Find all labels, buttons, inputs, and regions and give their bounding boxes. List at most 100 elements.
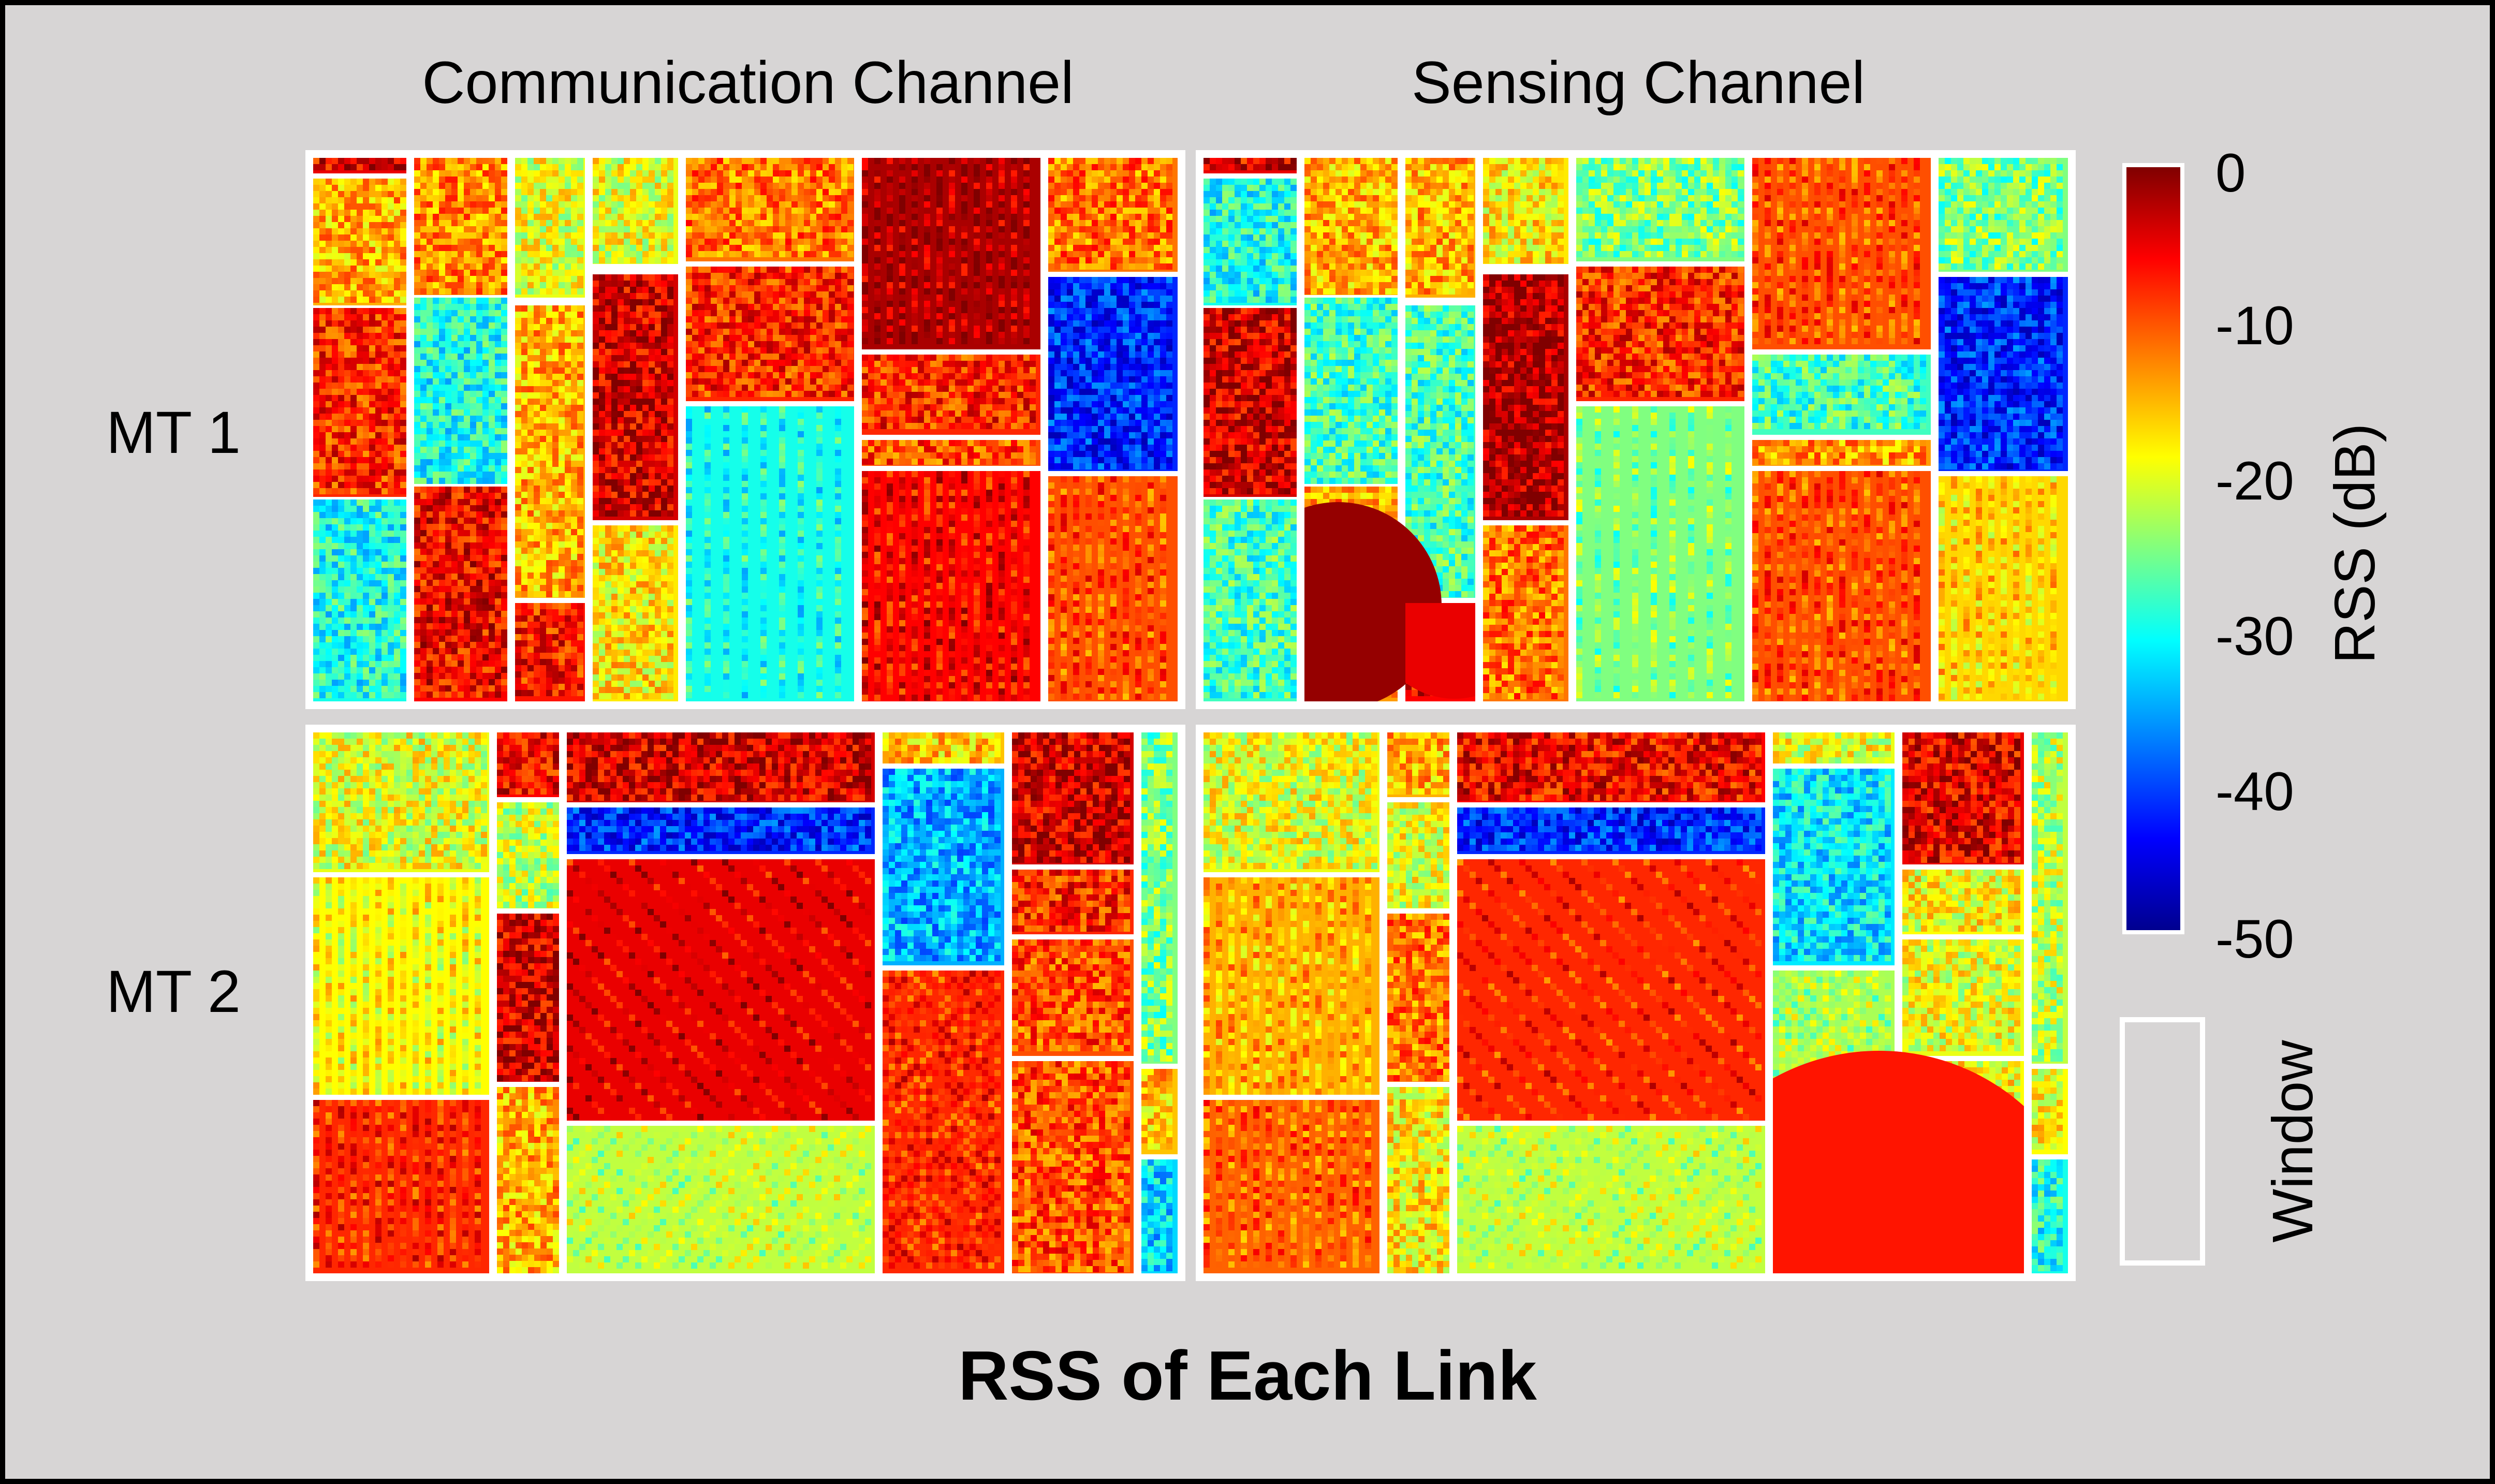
window-cell (1387, 732, 1449, 797)
window-cell (1752, 355, 1931, 435)
window-cell (497, 1087, 559, 1273)
window-cell (1902, 939, 2024, 1056)
target-blob (1405, 603, 1475, 699)
colorbar-tick: -10 (2215, 295, 2319, 357)
window-cell (414, 158, 507, 295)
window-cell (1012, 1061, 1134, 1273)
window-cell (1204, 732, 1379, 872)
window-cell (883, 769, 1004, 965)
window-cell (1012, 732, 1134, 864)
rss-panel-sensing-mt2 (1196, 725, 2076, 1281)
window-cell (1939, 476, 2068, 701)
window-cell (593, 274, 678, 520)
window-cell (1141, 732, 1178, 1064)
window-cell (515, 158, 585, 298)
colorbar-tick: -40 (2215, 761, 2319, 823)
window-cell (567, 807, 875, 854)
window-cell (1939, 277, 2068, 471)
figure-title: RSS of Each Link (5, 1335, 2490, 1416)
heatmap-svg (1204, 158, 2068, 701)
window-cell (1752, 471, 1931, 701)
window-cell (1405, 158, 1475, 298)
window-cell (862, 440, 1040, 466)
window-cell (1483, 158, 1568, 264)
window-cell (497, 802, 559, 908)
window-cell (1576, 267, 1744, 401)
window-cell (1204, 1100, 1379, 1273)
window-cell (1939, 158, 2068, 272)
window-cell (414, 487, 507, 701)
window-cell (862, 158, 1040, 349)
window-cell (2032, 732, 2068, 1064)
window-cell (313, 499, 406, 701)
window-cell (862, 355, 1040, 435)
row-label-mt1: MT 1 (98, 399, 248, 467)
heatmap-svg (313, 732, 1178, 1273)
window-cell (1902, 732, 2024, 864)
window-cell (1752, 440, 1931, 466)
window-cell (1204, 877, 1379, 1095)
colorbar-tick: -20 (2215, 450, 2319, 512)
window-cell (1048, 476, 1178, 701)
window-cell (567, 1126, 875, 1273)
window-cell (862, 471, 1040, 701)
window-cell (1387, 802, 1449, 908)
window-cell (1483, 525, 1568, 701)
window-cell (1141, 1069, 1178, 1154)
window-cell (313, 158, 406, 173)
rss-panel-communication-mt1 (305, 150, 1185, 709)
window-cell (1773, 732, 1895, 763)
heatmap-svg (313, 158, 1178, 701)
window-cell (1457, 732, 1765, 802)
window-cell (313, 1100, 489, 1273)
window-cell (1304, 298, 1398, 484)
window-cell (1576, 406, 1744, 701)
window-cell (313, 732, 489, 872)
window-cell (1387, 914, 1449, 1082)
window-cell (2032, 1069, 2068, 1154)
row-label-mt2: MT 2 (98, 958, 248, 1026)
window-cell (497, 732, 559, 797)
figure-frame: Communication Channel Sensing Channel MT… (5, 5, 2490, 1479)
window-cell (1012, 939, 1134, 1056)
rss-panel-sensing-mt1 (1196, 150, 2076, 709)
colorbar-label: RSS (dB) (2322, 414, 2389, 673)
window-cell (515, 305, 585, 598)
window-cell (1387, 1087, 1449, 1273)
window-cell (686, 267, 854, 401)
rss-panel-communication-mt2 (305, 725, 1185, 1281)
window-cell (686, 406, 854, 701)
window-cell (1048, 158, 1178, 272)
window-cell (883, 971, 1004, 1273)
window-cell (567, 732, 875, 802)
window-cell (1457, 859, 1765, 1121)
heatmap-svg (1204, 732, 2068, 1273)
window-cell (1752, 158, 1931, 349)
window-cell (1204, 308, 1297, 497)
colorbar (2122, 163, 2184, 934)
window-cell (1457, 807, 1765, 854)
window-cell (313, 877, 489, 1095)
window-cell (593, 158, 678, 264)
window-cell (313, 179, 406, 305)
target-blob (1773, 1051, 2024, 1273)
window-cell (1576, 158, 1744, 261)
column-title-communication: Communication Channel (311, 41, 1185, 124)
window-cell (497, 914, 559, 1082)
window-cell (1012, 870, 1134, 934)
colorbar-tick: -50 (2215, 908, 2319, 971)
window-cell (1304, 158, 1398, 295)
window-cell (1048, 277, 1178, 471)
colorbar-tick: -30 (2215, 606, 2319, 668)
window-cell (414, 298, 507, 484)
column-title-sensing: Sensing Channel (1201, 41, 2076, 124)
window-cell (1141, 1159, 1178, 1273)
window-cell (593, 525, 678, 701)
window-cell (1457, 1126, 1765, 1273)
window-cell (1204, 179, 1297, 305)
window-cell (1902, 870, 2024, 934)
window-cell (313, 308, 406, 497)
window-cell (567, 859, 875, 1121)
window-cell (1483, 274, 1568, 520)
window-cell (515, 603, 585, 701)
